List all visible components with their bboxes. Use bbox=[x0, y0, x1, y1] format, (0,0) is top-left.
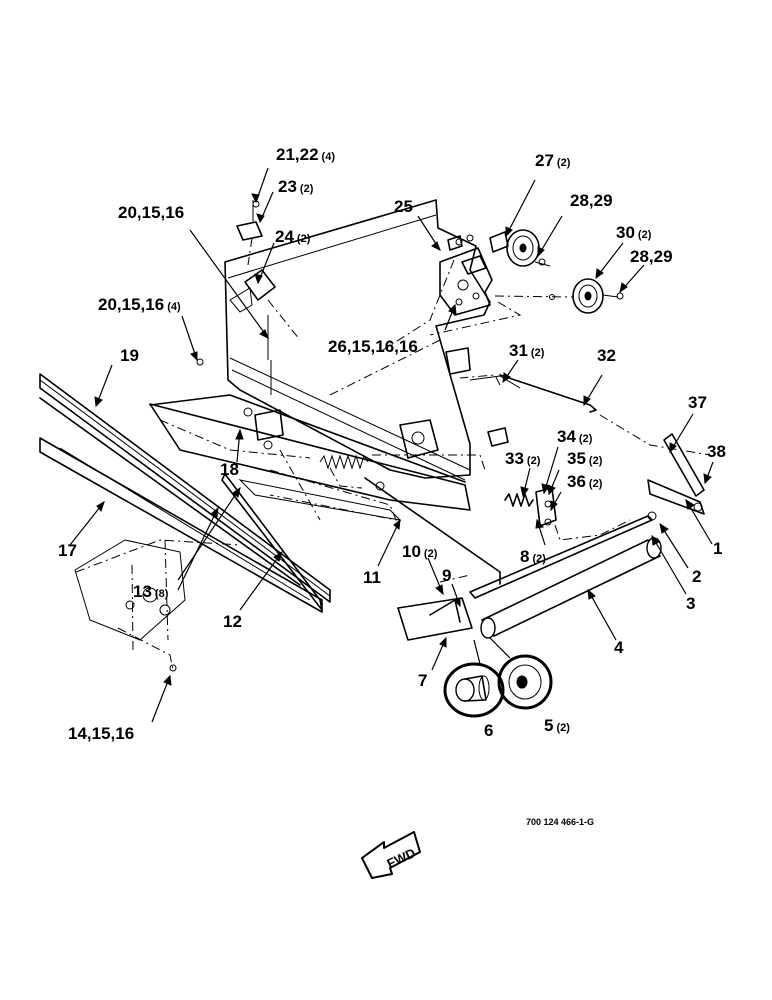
leader-lines bbox=[69, 167, 714, 723]
callout-9: 9 bbox=[442, 566, 451, 585]
callout-31: 31(2) bbox=[509, 341, 545, 360]
detail-6 bbox=[443, 662, 505, 718]
callout-33: 33(2) bbox=[505, 449, 541, 468]
callout-3: 3 bbox=[686, 594, 695, 613]
callout-1: 1 bbox=[713, 539, 722, 558]
callout-labels: 21,22(4) 23(2) 20,15,16 24(2) 20,15,16(4… bbox=[58, 145, 726, 743]
callout-6: 6 bbox=[484, 721, 493, 740]
tube-4 bbox=[480, 537, 662, 639]
callout-36: 36(2) bbox=[567, 472, 603, 491]
callout-11: 11 bbox=[363, 568, 381, 587]
callout-28-29-a: 28,29 bbox=[570, 191, 613, 210]
callout-10: 10(2) bbox=[402, 542, 438, 561]
callout-2: 2 bbox=[692, 567, 701, 586]
callout-7: 7 bbox=[418, 671, 427, 690]
top-bracket bbox=[236, 200, 272, 395]
callout-5: 5(2) bbox=[544, 716, 570, 735]
callout-17: 17 bbox=[58, 541, 77, 560]
callout-8: 8(2) bbox=[520, 547, 546, 566]
shaft-3 bbox=[469, 511, 657, 599]
rod-32 bbox=[445, 347, 597, 447]
hardware bbox=[169, 200, 624, 672]
callout-4: 4 bbox=[614, 638, 624, 657]
callout-30: 30(2) bbox=[616, 223, 652, 242]
callout-32: 32 bbox=[597, 346, 616, 365]
callout-27: 27(2) bbox=[535, 151, 571, 170]
callout-18: 18 bbox=[220, 460, 239, 479]
lower-frame bbox=[74, 407, 323, 651]
callout-38: 38 bbox=[707, 442, 726, 461]
callout-14-15-16: 14,15,16 bbox=[68, 724, 134, 743]
callout-20-15-16-a: 20,15,16 bbox=[118, 203, 184, 222]
callout-34: 34(2) bbox=[557, 427, 593, 446]
callout-25: 25 bbox=[394, 197, 413, 216]
pulley-bracket bbox=[439, 235, 493, 316]
drawing-code: 700 124 466-1-G bbox=[526, 817, 594, 827]
callout-24: 24(2) bbox=[275, 227, 311, 246]
callout-35: 35(2) bbox=[567, 449, 603, 468]
fwd-label: FWD bbox=[385, 845, 418, 871]
right-bracket bbox=[535, 433, 705, 527]
callout-19: 19 bbox=[120, 346, 139, 365]
callout-28-29-b: 28,29 bbox=[630, 247, 673, 266]
pulley-30 bbox=[494, 278, 619, 314]
callout-23: 23(2) bbox=[278, 177, 314, 196]
rails bbox=[39, 373, 471, 613]
detail-5 bbox=[497, 654, 553, 710]
callout-12: 12 bbox=[223, 612, 242, 631]
callout-21-22: 21,22(4) bbox=[276, 145, 335, 164]
callout-20-15-16-b: 20,15,16(4) bbox=[98, 295, 181, 314]
callout-37: 37 bbox=[688, 393, 707, 412]
callout-26: 26,15,16,16 bbox=[328, 337, 418, 356]
fwd-arrow: FWD bbox=[361, 831, 421, 879]
callout-13: 13(8) bbox=[133, 582, 169, 601]
assembly-lines bbox=[75, 237, 711, 671]
tube-7 bbox=[397, 597, 473, 641]
